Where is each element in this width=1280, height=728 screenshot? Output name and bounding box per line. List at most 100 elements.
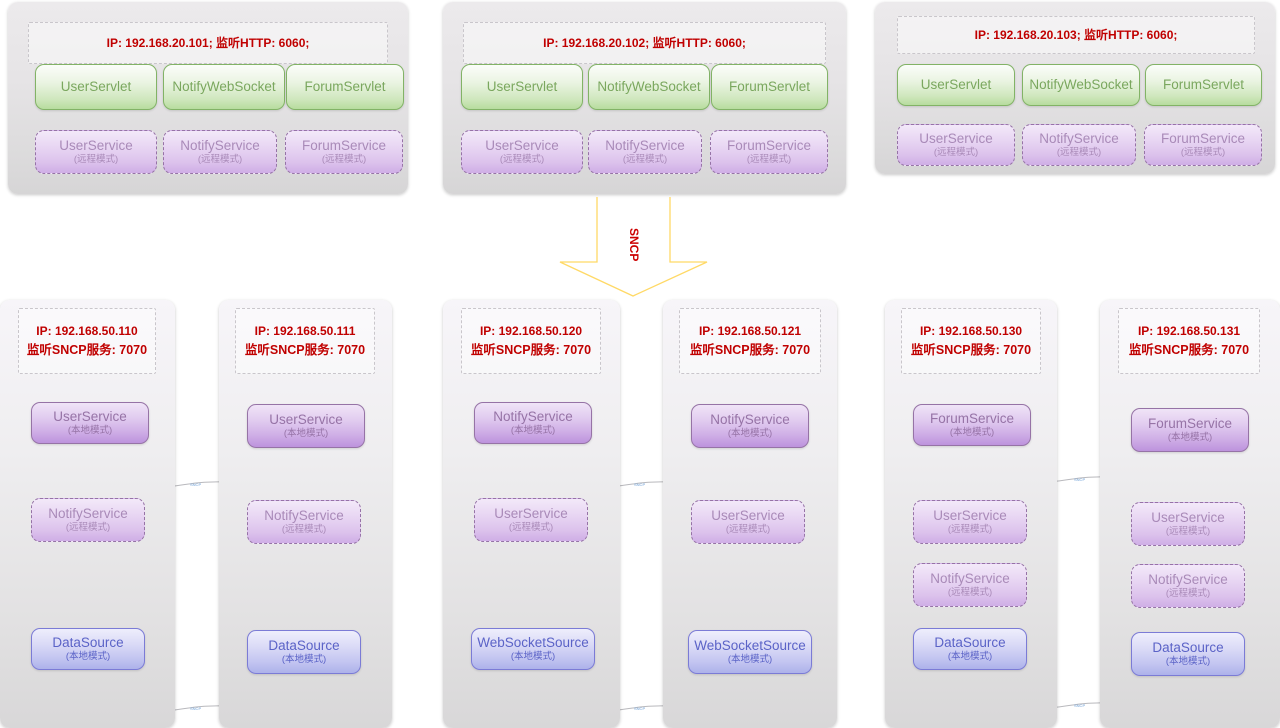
service-box[interactable]: NotifyService (远程模式) <box>1131 564 1245 608</box>
service-mode: (远程模式) <box>1165 588 1211 600</box>
edge-label: SNCP <box>190 706 201 711</box>
service-box[interactable]: NotifyService (远程模式) <box>163 130 277 174</box>
servlet-label: UserServlet <box>920 77 992 93</box>
servlet-label: NotifyWebSocket <box>172 79 276 95</box>
servlet-box[interactable]: NotifyWebSocket <box>588 64 710 110</box>
edge-label: SNCP <box>190 482 201 487</box>
ip-header: IP: 192.168.50.111 监听SNCP服务: 7070 <box>235 308 375 374</box>
service-box[interactable]: ForumService (远程模式) <box>710 130 828 174</box>
web-node-panel: IP: 192.168.20.103; 监听HTTP: 6060; UserSe… <box>875 2 1275 174</box>
service-box[interactable]: ForumService (远程模式) <box>1144 124 1262 166</box>
servlet-box[interactable]: ForumServlet <box>286 64 404 110</box>
servlet-box[interactable]: ForumServlet <box>1145 64 1262 106</box>
ip-header: IP: 192.168.50.110 监听SNCP服务: 7070 <box>18 308 156 374</box>
servlet-label: UserServlet <box>60 79 132 95</box>
service-mode: (远程模式) <box>933 147 979 159</box>
servlet-box[interactable]: ForumServlet <box>711 64 828 110</box>
service-mode: (远程模式) <box>725 524 771 536</box>
servlet-label: NotifyWebSocket <box>597 79 701 95</box>
service-box[interactable]: UserService (远程模式) <box>691 500 805 544</box>
servlet-label: UserServlet <box>486 79 558 95</box>
service-name: UserService <box>1151 509 1225 525</box>
service-mode: (本地模式) <box>949 427 995 439</box>
service-mode: (远程模式) <box>746 154 792 166</box>
service-name: ForumService <box>301 137 387 153</box>
servlet-label: ForumServlet <box>304 79 386 95</box>
datasource-mode: (本地模式) <box>727 654 773 666</box>
service-box[interactable]: NotifyService (远程模式) <box>913 563 1027 607</box>
service-mode: (本地模式) <box>727 428 773 440</box>
service-box[interactable]: NotifyService (远程模式) <box>31 498 145 542</box>
datasource-box[interactable]: WebSocketSource (本地模式) <box>471 628 595 670</box>
service-box[interactable]: ForumService (本地模式) <box>913 404 1031 446</box>
service-box[interactable]: NotifyService (远程模式) <box>1022 124 1136 166</box>
service-name: UserService <box>494 505 568 521</box>
service-name: UserService <box>485 137 559 153</box>
service-name: UserService <box>919 130 993 146</box>
service-name: NotifyService <box>710 411 790 427</box>
ip-header-line2: 监听SNCP服务: 7070 <box>26 343 148 357</box>
servlet-box[interactable]: NotifyWebSocket <box>1022 64 1140 106</box>
servlet-label: NotifyWebSocket <box>1029 77 1133 93</box>
service-box[interactable]: UserService (本地模式) <box>247 404 365 448</box>
edge-label: SNCP <box>1074 703 1085 708</box>
service-mode: (远程模式) <box>1056 147 1102 159</box>
datasource-mode: (本地模式) <box>510 651 556 663</box>
service-name: ForumService <box>1160 130 1246 146</box>
service-node-panel: IP: 192.168.50.121 监听SNCP服务: 7070 Notify… <box>663 300 837 728</box>
service-box[interactable]: UserService (远程模式) <box>461 130 583 174</box>
service-box[interactable]: UserService (本地模式) <box>31 402 149 444</box>
datasource-box[interactable]: DataSource (本地模式) <box>913 628 1027 670</box>
service-mode: (远程模式) <box>281 524 327 536</box>
service-box[interactable]: UserService (远程模式) <box>913 500 1027 544</box>
service-box[interactable]: UserService (远程模式) <box>474 498 588 542</box>
ip-header: IP: 192.168.20.101; 监听HTTP: 6060; <box>28 22 388 64</box>
service-box[interactable]: NotifyService (本地模式) <box>474 402 592 444</box>
service-name: NotifyService <box>605 137 685 153</box>
ip-header-line1: IP: 192.168.50.130 <box>919 324 1023 338</box>
service-node-panel: IP: 192.168.50.111 监听SNCP服务: 7070 UserSe… <box>219 300 392 728</box>
datasource-box[interactable]: WebSocketSource (本地模式) <box>688 630 812 674</box>
servlet-box[interactable]: NotifyWebSocket <box>163 64 285 110</box>
service-name: NotifyService <box>930 570 1010 586</box>
service-mode: (远程模式) <box>197 154 243 166</box>
servlet-box[interactable]: UserServlet <box>897 64 1015 106</box>
service-box[interactable]: NotifyService (远程模式) <box>588 130 702 174</box>
servlet-label: ForumServlet <box>1162 77 1245 93</box>
service-box[interactable]: UserService (远程模式) <box>1131 502 1245 546</box>
datasource-name: DataSource <box>1152 639 1224 655</box>
ip-header: IP: 192.168.50.120 监听SNCP服务: 7070 <box>461 308 601 374</box>
sncp-protocol-label: SNCP <box>627 228 641 262</box>
edge-label: SNCP <box>634 706 645 711</box>
datasource-box[interactable]: DataSource (本地模式) <box>31 628 145 670</box>
service-mode: (本地模式) <box>283 428 329 440</box>
service-name: ForumService <box>929 410 1015 426</box>
ip-header: IP: 192.168.50.130 监听SNCP服务: 7070 <box>901 308 1041 374</box>
service-mode: (远程模式) <box>947 587 993 599</box>
service-box[interactable]: ForumService (远程模式) <box>285 130 403 174</box>
service-mode: (远程模式) <box>1165 526 1211 538</box>
service-box[interactable]: NotifyService (本地模式) <box>691 404 809 448</box>
datasource-box[interactable]: DataSource (本地模式) <box>1131 632 1245 676</box>
edge-label: SNCP <box>634 482 645 487</box>
ip-header-line2: 监听SNCP服务: 7070 <box>470 343 592 357</box>
service-mode: (本地模式) <box>1167 432 1213 444</box>
service-box[interactable]: UserService (远程模式) <box>35 130 157 174</box>
datasource-box[interactable]: DataSource (本地模式) <box>247 630 361 674</box>
service-name: UserService <box>711 507 785 523</box>
ip-header-text: IP: 192.168.20.101; 监听HTTP: 6060; <box>106 35 310 50</box>
service-name: NotifyService <box>48 505 128 521</box>
service-box[interactable]: UserService (远程模式) <box>897 124 1015 166</box>
servlet-box[interactable]: UserServlet <box>35 64 157 110</box>
service-name: NotifyService <box>1148 571 1228 587</box>
datasource-name: DataSource <box>52 634 124 650</box>
servlet-box[interactable]: UserServlet <box>461 64 583 110</box>
edge-label: SNCP <box>1074 477 1085 482</box>
datasource-mode: (本地模式) <box>947 651 993 663</box>
ip-header-line2: 监听SNCP服务: 7070 <box>1128 343 1250 357</box>
service-name: UserService <box>53 408 127 424</box>
service-mode: (本地模式) <box>67 425 113 437</box>
service-box[interactable]: NotifyService (远程模式) <box>247 500 361 544</box>
service-box[interactable]: ForumService (本地模式) <box>1131 408 1249 452</box>
service-name: UserService <box>269 411 343 427</box>
